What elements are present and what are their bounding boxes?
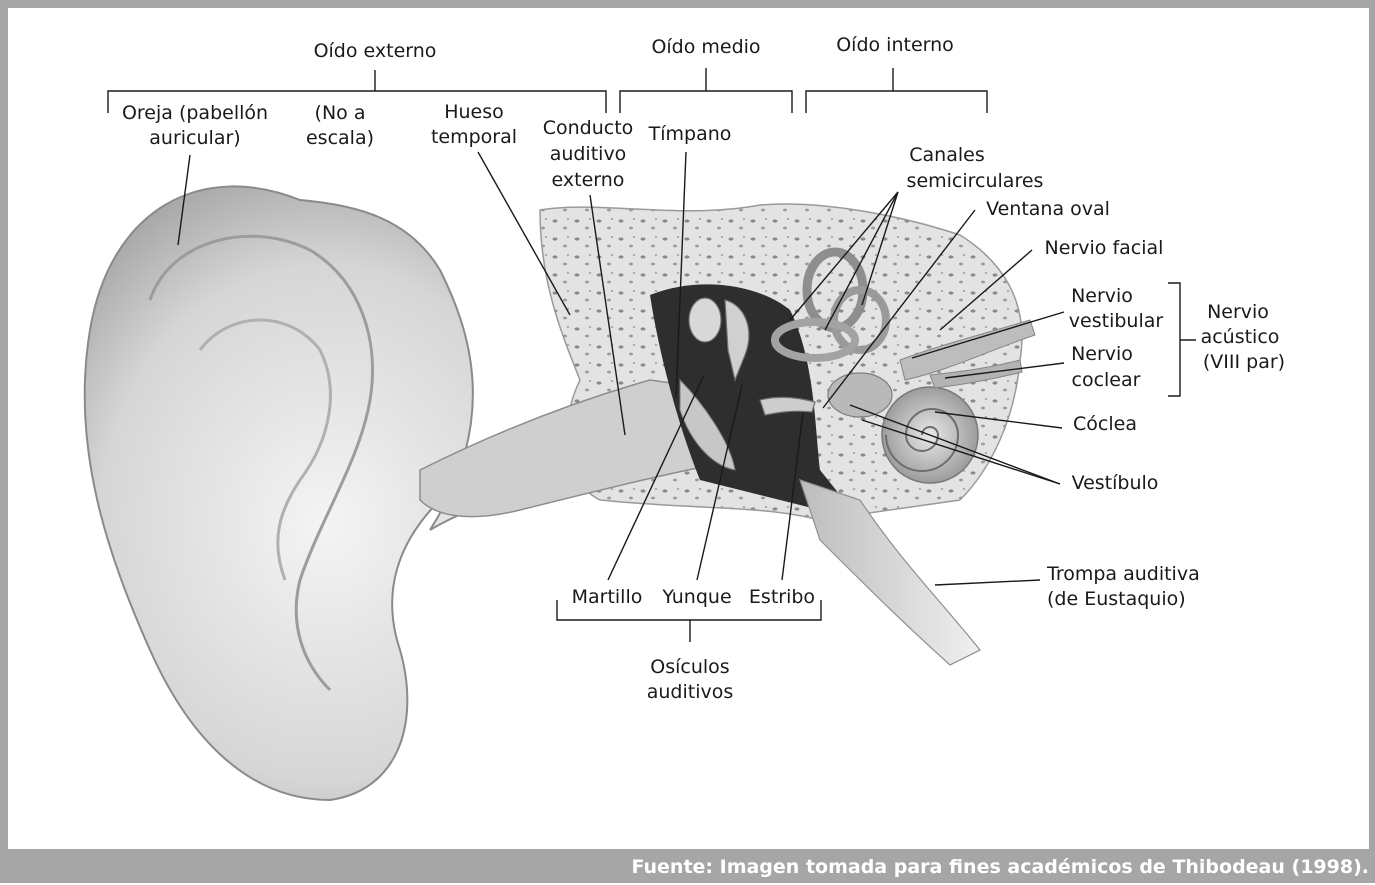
label-oval-window: Ventana oval — [986, 198, 1110, 220]
malleus-shape — [689, 298, 721, 342]
label-cochlear-nerve-line2: coclear — [1072, 369, 1141, 391]
label-inner-ear: Oído interno — [836, 34, 954, 56]
label-vestibule: Vestíbulo — [1072, 472, 1159, 494]
vestibule-shape — [828, 373, 892, 417]
label-semicircular-line1: Canales — [909, 144, 984, 166]
label-not-to-scale-line2: escala) — [306, 127, 374, 149]
bracket-inner-ear — [806, 68, 987, 113]
label-auricle-line1: Oreja (pabellón — [122, 102, 268, 124]
label-stapes: Estribo — [749, 586, 815, 608]
label-incus: Yunque — [661, 586, 731, 608]
label-cochlea: Cóclea — [1073, 413, 1137, 435]
label-semicircular-line2: semicirculares — [907, 170, 1044, 192]
label-ossicles-line2: auditivos — [647, 681, 734, 703]
label-vestibular-nerve-line1: Nervio — [1071, 285, 1133, 307]
left-border — [0, 0, 8, 883]
footer-bar: Fuente: Imagen tomada para fines académi… — [0, 849, 1375, 883]
ear-anatomy-diagram: Oído externo Oído medio Oído interno Ore… — [8, 8, 1369, 848]
label-eustachian-line2: (de Eustaquio) — [1047, 588, 1186, 610]
label-eardrum: Tímpano — [648, 123, 732, 145]
label-acoustic-nerve-line1: Nervio — [1207, 301, 1269, 323]
label-temporal-bone-line1: Hueso — [444, 101, 504, 123]
label-middle-ear: Oído medio — [651, 36, 760, 58]
ear-illustration — [85, 186, 1035, 800]
label-facial-nerve: Nervio facial — [1045, 237, 1164, 259]
bracket-middle-ear — [620, 68, 792, 113]
label-malleus: Martillo — [572, 586, 643, 608]
label-temporal-bone-line2: temporal — [431, 126, 517, 148]
top-border — [0, 0, 1375, 8]
label-cochlear-nerve-line1: Nervio — [1071, 343, 1133, 365]
label-ear-canal-line2: auditivo — [550, 143, 627, 165]
bracket-acoustic-nerve — [1168, 283, 1196, 396]
label-not-to-scale-line1: (No a — [315, 102, 366, 124]
label-acoustic-nerve-line3: (VIII par) — [1203, 351, 1285, 373]
source-caption: Fuente: Imagen tomada para fines académi… — [631, 849, 1369, 883]
label-outer-ear: Oído externo — [314, 40, 437, 62]
label-auricle-line2: auricular) — [149, 127, 240, 149]
label-ear-canal-line3: externo — [552, 169, 625, 191]
label-eustachian-line1: Trompa auditiva — [1046, 563, 1200, 585]
label-ossicles-line1: Osículos — [650, 656, 729, 678]
label-acoustic-nerve-line2: acústico — [1201, 326, 1280, 348]
label-vestibular-nerve-line2: vestibular — [1069, 310, 1164, 332]
line-eustachian — [935, 580, 1040, 585]
right-border — [1369, 0, 1375, 883]
label-ear-canal-line1: Conducto — [543, 117, 634, 139]
